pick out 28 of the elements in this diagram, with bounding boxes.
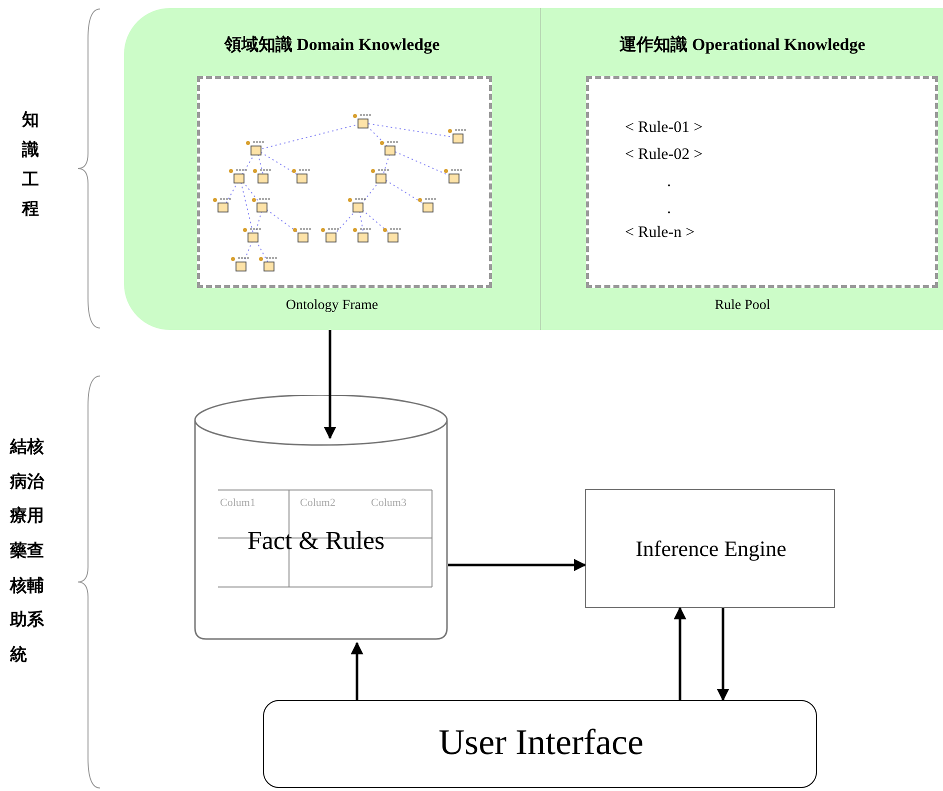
column-header: Colum2 xyxy=(300,497,336,509)
database-cylinder xyxy=(194,395,448,640)
interface-box xyxy=(263,700,817,788)
arrow xyxy=(716,608,730,702)
column-header: Colum1 xyxy=(220,497,256,509)
arrow xyxy=(324,330,336,440)
box-label: Inference Engine xyxy=(634,536,788,562)
arrow xyxy=(674,606,686,700)
arrow xyxy=(448,558,586,572)
arrow xyxy=(350,642,364,700)
side-label: 結核病治療用藥查核輔助系統 xyxy=(10,436,44,668)
ellipsis-dot: . xyxy=(667,200,671,218)
rule-list-box xyxy=(586,76,938,288)
ellipsis-dot: . xyxy=(667,173,671,191)
rule-item: < Rule-02 > xyxy=(625,146,703,164)
section-heading: 領域知識 Domain Knowledge xyxy=(223,34,441,56)
knowledge-panel xyxy=(124,8,943,330)
side-label: 知識工程 xyxy=(22,109,39,222)
rule-item: < Rule-n > xyxy=(625,224,695,242)
section-caption: Ontology Frame xyxy=(284,298,380,314)
process-box xyxy=(585,489,835,608)
rule-item: < Rule-01 > xyxy=(625,119,703,137)
box-label: User Interface xyxy=(438,721,644,763)
database-label: Fact & Rules xyxy=(246,526,386,556)
column-header: Colum3 xyxy=(371,497,406,509)
section-heading: 運作知識 Operational Knowledge xyxy=(618,34,866,56)
section-caption: Rule Pool xyxy=(714,298,772,314)
ontology-tree-picture xyxy=(197,76,492,288)
